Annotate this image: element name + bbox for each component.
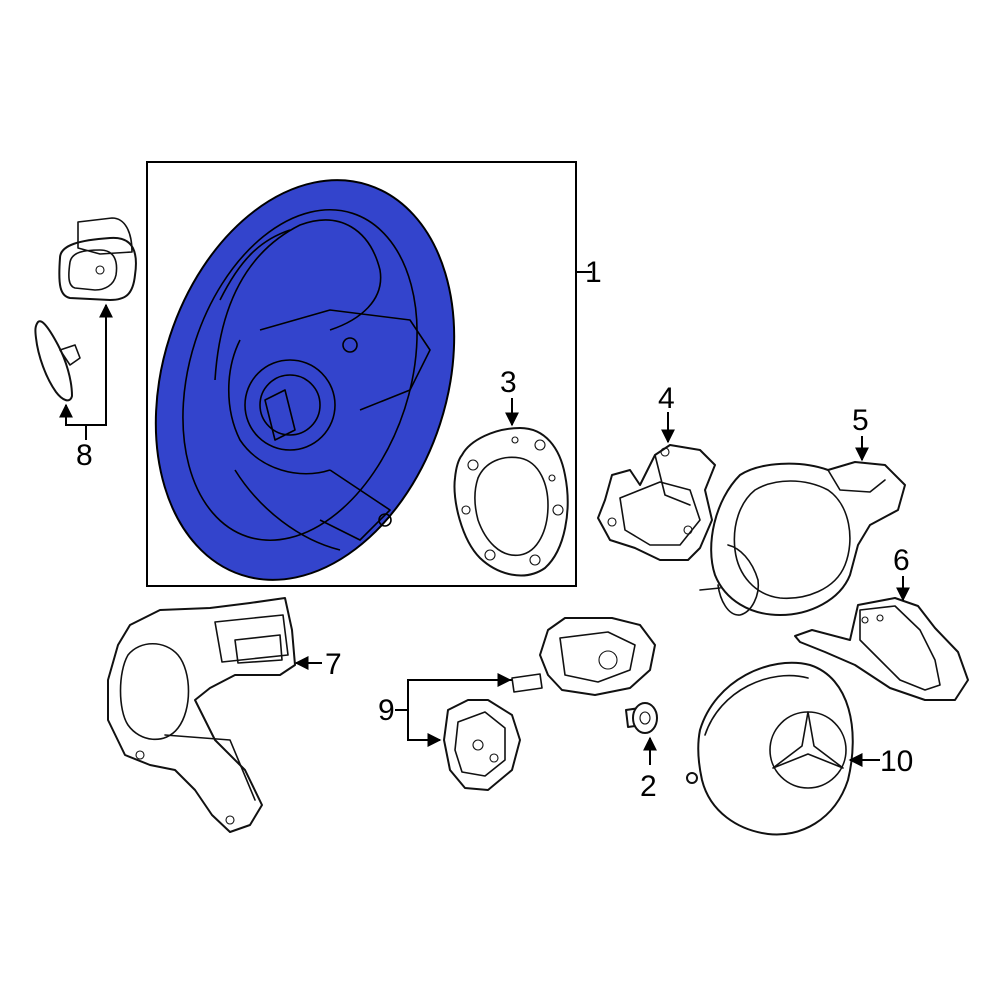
air-bag[interactable] [686,661,854,836]
lower-cover[interactable] [699,461,906,616]
callout-1[interactable]: 1 [585,256,602,289]
steering-wheel[interactable] [107,141,504,619]
vibration-damper[interactable] [453,427,569,577]
callout-7[interactable]: 7 [325,648,342,681]
switch-housing[interactable] [107,597,296,833]
part-1-frame [146,161,577,587]
callout-4[interactable]: 4 [658,382,675,415]
bolt[interactable] [625,702,658,734]
callout-8[interactable]: 8 [76,439,93,472]
bracket[interactable] [597,444,716,561]
callout-10[interactable]: 10 [880,745,913,778]
callout-9[interactable]: 9 [378,694,395,727]
callout-3[interactable]: 3 [500,366,517,399]
callout-2[interactable]: 2 [640,770,657,803]
callout-6[interactable]: 6 [893,544,910,577]
callout-5[interactable]: 5 [852,404,869,437]
shift-paddles[interactable] [34,217,137,402]
callouts: 1 3 4 5 6 7 8 9 2 10 [59,256,913,803]
control-switches[interactable] [443,617,656,791]
trim-cover[interactable] [794,597,969,701]
